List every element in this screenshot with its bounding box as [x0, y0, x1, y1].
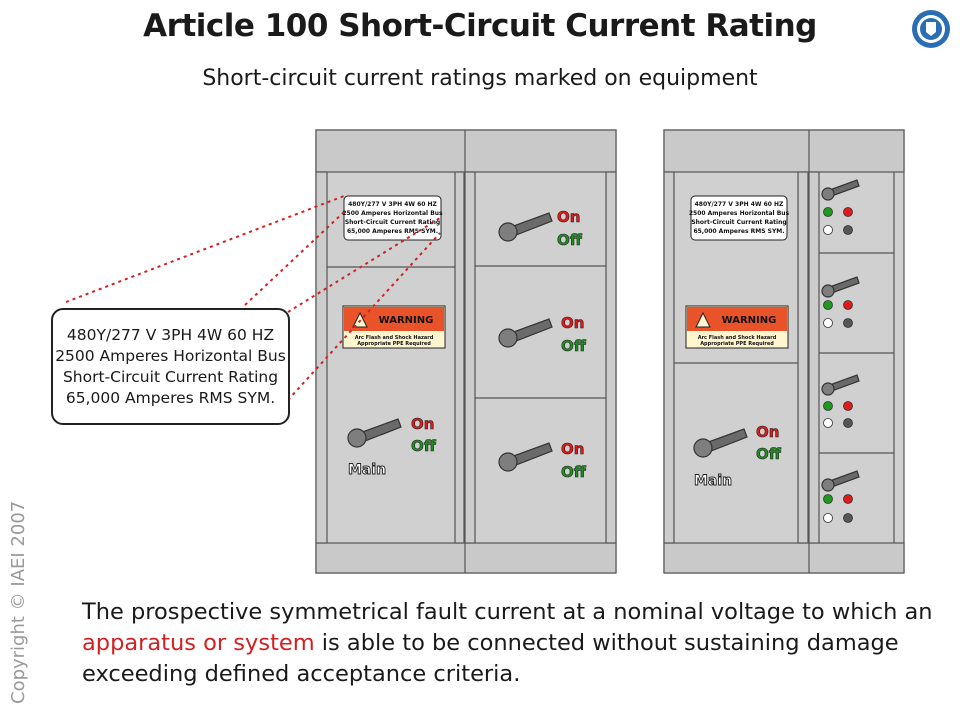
slide-subtitle: Short-circuit current ratings marked on … — [202, 66, 758, 91]
off-label: Off — [756, 445, 782, 463]
on-label: On — [756, 423, 779, 441]
breaker-handles — [347, 179, 860, 492]
callout-leader-lines — [65, 195, 441, 401]
nameplate-line2: 2500 Amperes Horizontal Bus — [342, 210, 443, 217]
on-off-labels: On Off On Off On Off On Off On Off Main … — [348, 208, 783, 490]
off-label: Off — [561, 463, 587, 481]
nameplate-right: 480Y/277 V 3PH 4W 60 HZ 2500 Amperes Hor… — [689, 195, 790, 241]
definition-text: The prospective symmetrical fault curren… — [82, 597, 942, 690]
rating-callout: 480Y/277 V 3PH 4W 60 HZ 2500 Amperes Hor… — [51, 308, 290, 425]
callout-line2: 2500 Amperes Horizontal Bus — [55, 346, 286, 365]
warning-heading: WARNING — [379, 315, 434, 326]
main-breaker-handle-icon — [693, 428, 748, 458]
indicator-lights — [823, 207, 853, 523]
small-breaker-handle-icon — [821, 374, 860, 396]
off-label: Off — [557, 231, 583, 249]
small-breaker-handle-icon — [821, 179, 860, 201]
definition-part1: The prospective symmetrical fault curren… — [82, 599, 933, 625]
definition-part2: is able to be connected without sustaini… — [82, 630, 899, 687]
nameplate-line3: Short-Circuit Current Rating — [345, 219, 440, 226]
warning-label-left: WARNING Arc Flash and Shock Hazard Appro… — [342, 305, 446, 349]
definition-highlight: apparatus or system — [82, 630, 315, 656]
main-breaker-handle-icon — [347, 418, 402, 448]
main-label: Main — [694, 473, 732, 489]
main-label: Main — [348, 462, 386, 478]
warning-line1: Arc Flash and Shock Hazard — [355, 335, 434, 341]
callout-line4: 65,000 Amperes RMS SYM. — [65, 388, 276, 407]
on-label: On — [411, 415, 434, 433]
on-label: On — [561, 440, 584, 458]
nameplate-line3: Short-Circuit Current Rating — [691, 219, 786, 226]
warning-heading: WARNING — [722, 315, 777, 326]
breaker-handle-icon — [498, 212, 553, 242]
nameplate-line4: 65,000 Amperes RMS SYM. — [693, 228, 784, 235]
warning-line2: Appropriate PPE Required — [357, 341, 431, 347]
warning-line2: Appropriate PPE Required — [700, 341, 774, 347]
warning-triangle-icon — [695, 311, 711, 328]
nameplate-line1: 480Y/277 V 3PH 4W 60 HZ — [695, 201, 784, 208]
breaker-handle-icon — [498, 318, 553, 348]
callout-line3: Short-Circuit Current Rating — [62, 367, 279, 386]
on-label: On — [561, 314, 584, 332]
small-breaker-handle-icon — [821, 276, 860, 298]
nameplate-left: 480Y/277 V 3PH 4W 60 HZ 2500 Amperes Hor… — [342, 195, 443, 241]
nameplate-line1: 480Y/277 V 3PH 4W 60 HZ — [348, 201, 437, 208]
nameplate-line4: 65,000 Amperes RMS SYM. — [347, 228, 438, 235]
callout-line1: 480Y/277 V 3PH 4W 60 HZ — [66, 325, 275, 344]
slide-title: Article 100 Short-Circuit Current Rating — [143, 8, 817, 44]
on-label: On — [557, 208, 580, 226]
copyright-notice: Copyright © IAEI 2007 — [8, 500, 29, 704]
small-breaker-handle-icon — [821, 470, 860, 492]
warning-label-right: WARNING Arc Flash and Shock Hazard Appro… — [685, 305, 789, 349]
iaei-seal-logo — [912, 10, 950, 48]
breaker-handle-icon — [498, 442, 553, 472]
nameplate-line2: 2500 Amperes Horizontal Bus — [689, 210, 790, 217]
warning-line1: Arc Flash and Shock Hazard — [698, 335, 777, 341]
off-label: Off — [561, 337, 587, 355]
off-label: Off — [411, 437, 437, 455]
